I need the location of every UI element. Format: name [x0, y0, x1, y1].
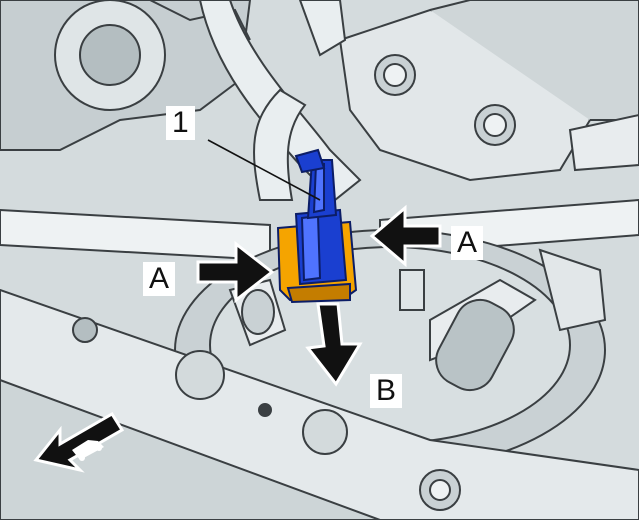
arrow-b [305, 302, 363, 387]
callout-1-leader [207, 139, 321, 201]
left-clip-bracket [228, 278, 287, 347]
arrow-b-label: B [370, 374, 403, 408]
arrow-a-left [196, 240, 275, 304]
fuel-line-quick-connector [276, 148, 358, 304]
car-forward-direction-icon [33, 411, 125, 473]
arrow-a-right [369, 204, 442, 268]
upper-left-housing [0, 0, 252, 151]
arrow-a-right-label: A [451, 226, 484, 260]
part-1-label: 1 [166, 106, 195, 140]
lower-frame-rail [0, 288, 639, 520]
arrow-a-left-label: A [143, 262, 176, 296]
top-right-bracket [338, 0, 639, 182]
